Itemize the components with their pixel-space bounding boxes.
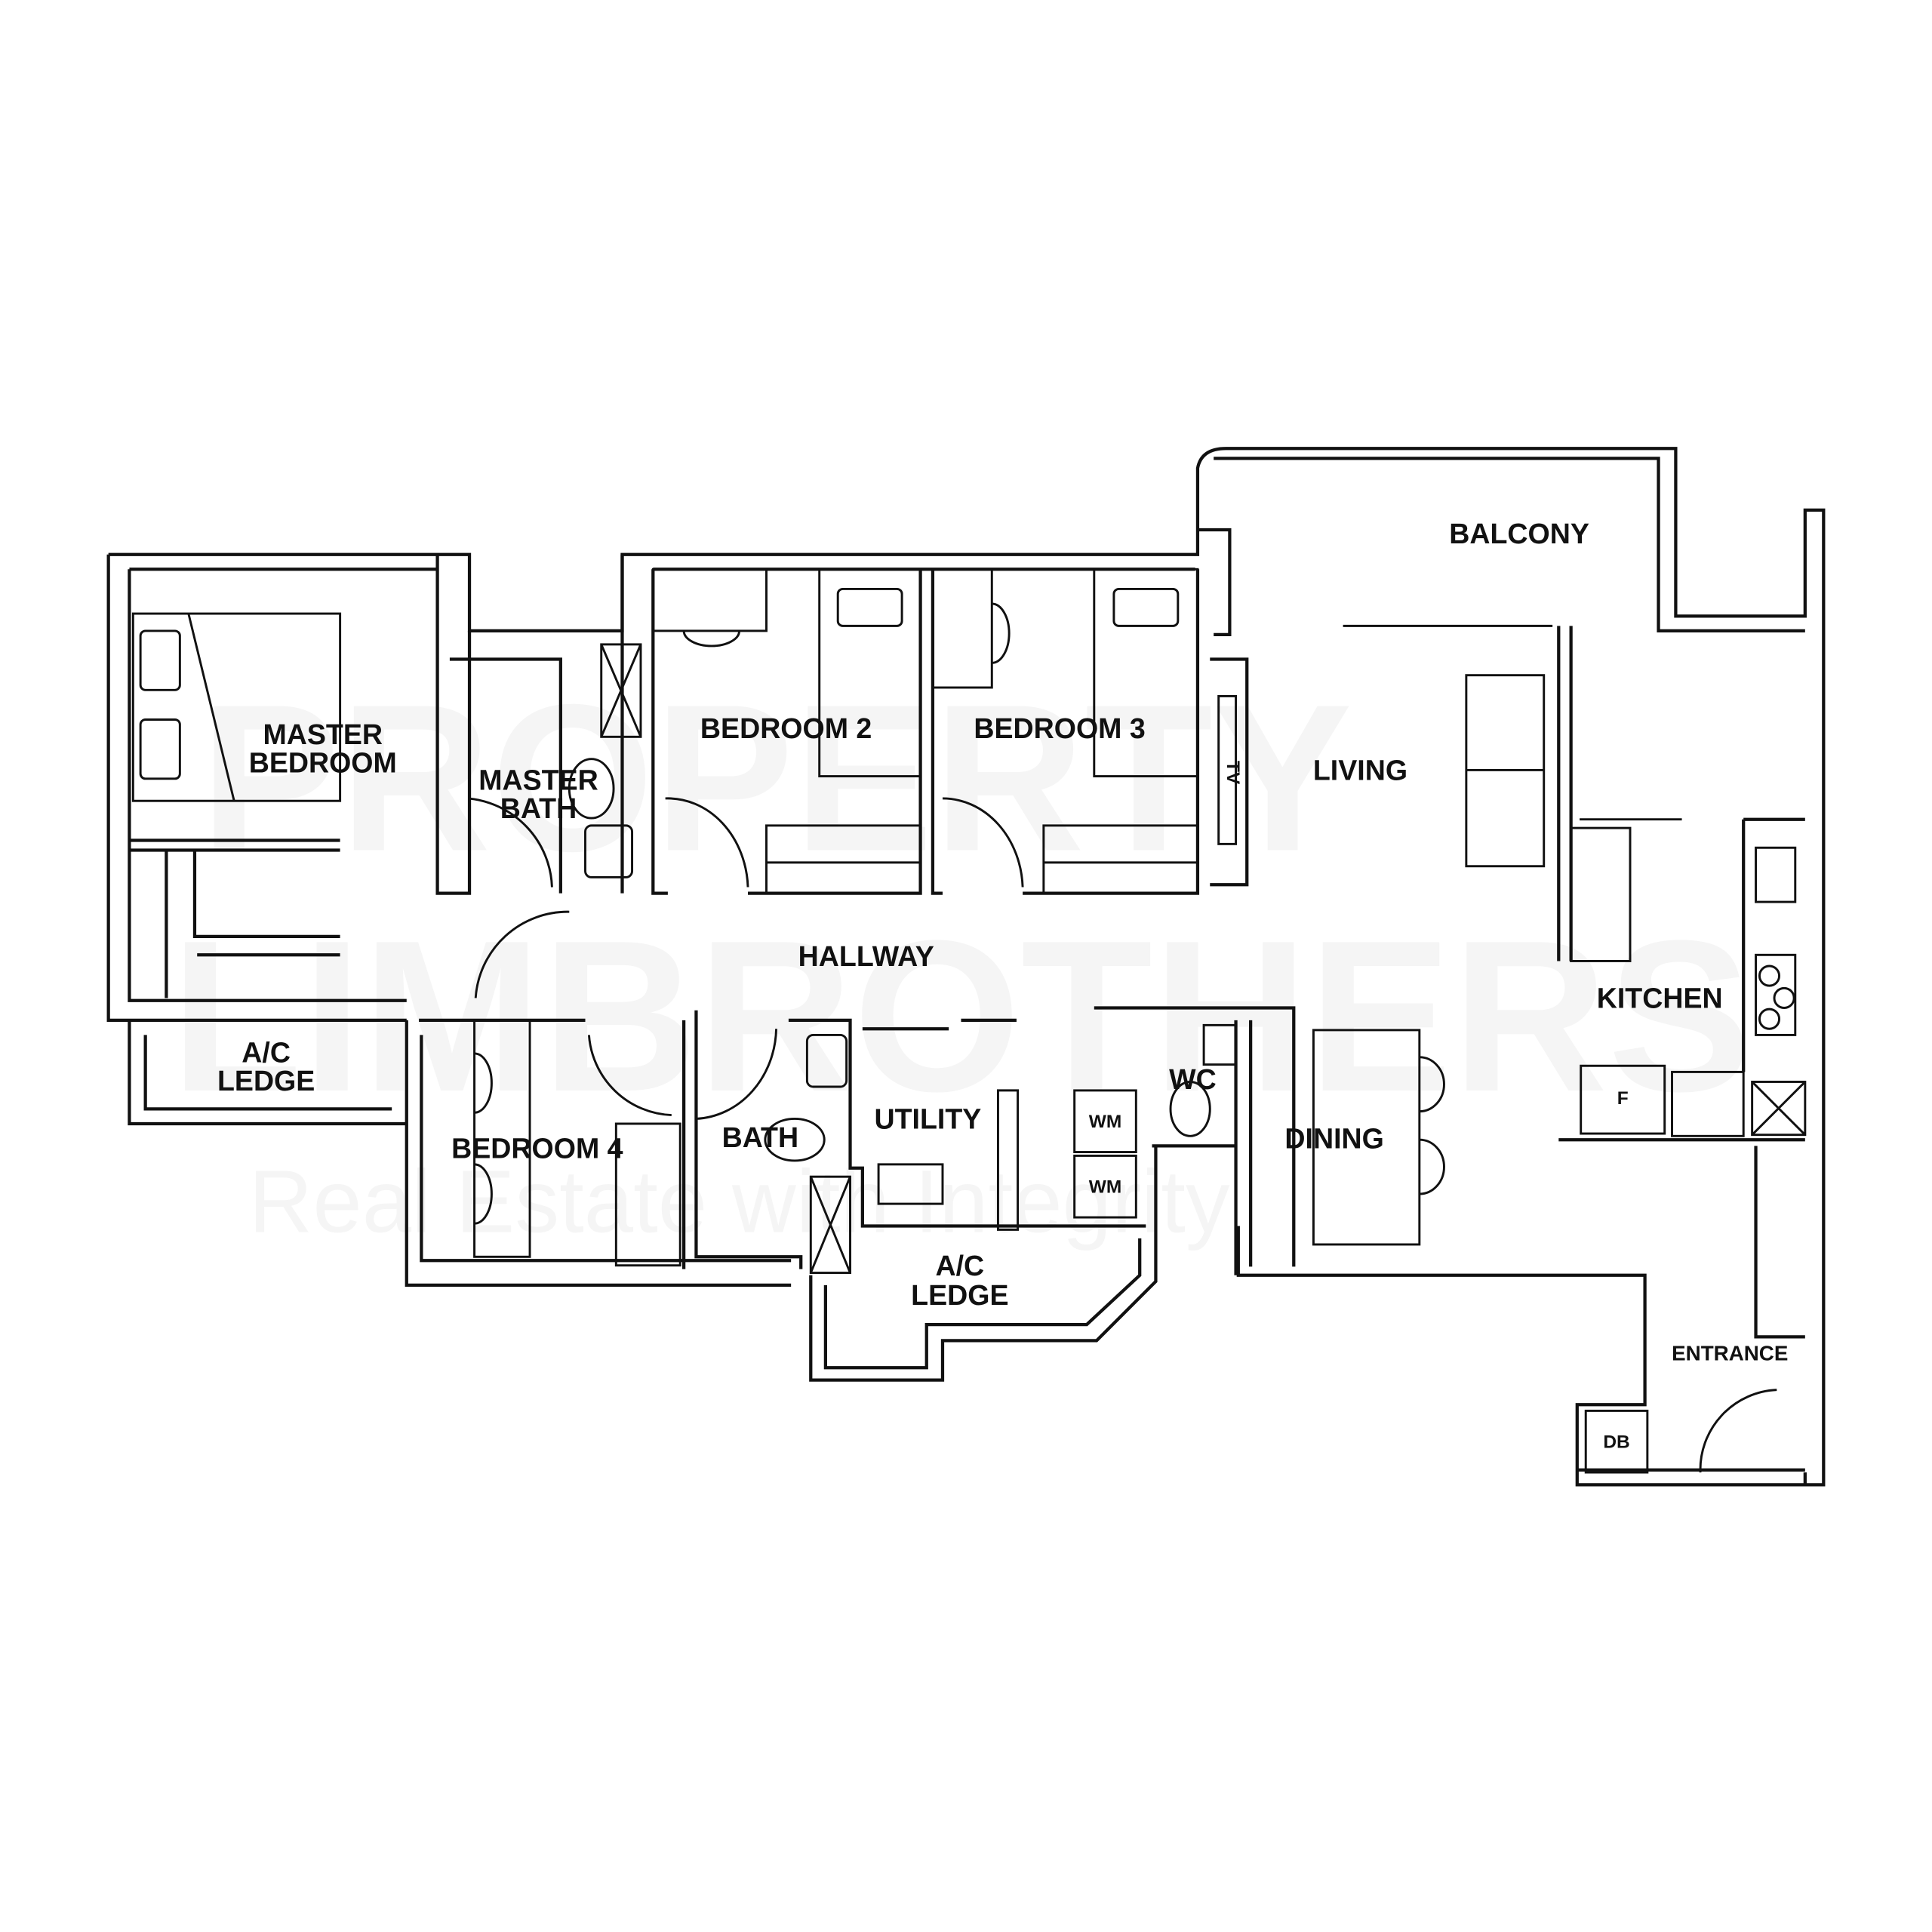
fixture-boxes (1073, 1064, 1666, 1474)
washing-machine-label-1: WM (1089, 1112, 1121, 1132)
room-label-master-bedroom: MASTER (263, 718, 383, 750)
walls (106, 447, 1826, 1487)
furniture (131, 568, 1807, 1473)
room-label-ac-ledge-1: A/C (242, 1036, 291, 1068)
watermark-tagline: Real Estate with Integrity (249, 1152, 1230, 1251)
room-label-kitchen: KITCHEN (1597, 983, 1723, 1014)
room-label-utility: UTILITY (874, 1103, 981, 1135)
room-label-wc: WC (1169, 1063, 1217, 1095)
room-label-hallway: HALLWAY (798, 940, 934, 972)
room-label-bedroom-3: BEDROOM 3 (974, 712, 1145, 744)
distribution-board-label: DB (1603, 1432, 1629, 1452)
room-label-bath: BATH (722, 1121, 799, 1153)
room-label-balcony: BALCONY (1449, 518, 1589, 549)
room-label-ac-ledge-2: A/C (936, 1250, 985, 1281)
room-label-master-bath-2: BATH (500, 792, 577, 824)
room-label-ac-ledge-1b: LEDGE (217, 1065, 315, 1097)
room-label-ac-ledge-2b: LEDGE (911, 1279, 1008, 1311)
room-label-bedroom-2: BEDROOM 2 (700, 712, 872, 744)
tv-label: TV (1223, 761, 1243, 785)
room-label-bedroom-4: BEDROOM 4 (451, 1133, 623, 1164)
room-label-living: LIVING (1313, 754, 1407, 786)
room-label-master-bath: MASTER (478, 764, 598, 796)
labels: BALCONY MASTER BEDROOM MASTER BATH BEDRO… (217, 518, 1788, 1452)
room-label-entrance: ENTRANCE (1672, 1341, 1788, 1364)
washing-machine-label-2: WM (1089, 1177, 1121, 1197)
room-label-dining: DINING (1284, 1123, 1383, 1155)
fridge-label: F (1617, 1088, 1629, 1109)
room-label-master-bedroom-2: BEDROOM (249, 747, 397, 779)
